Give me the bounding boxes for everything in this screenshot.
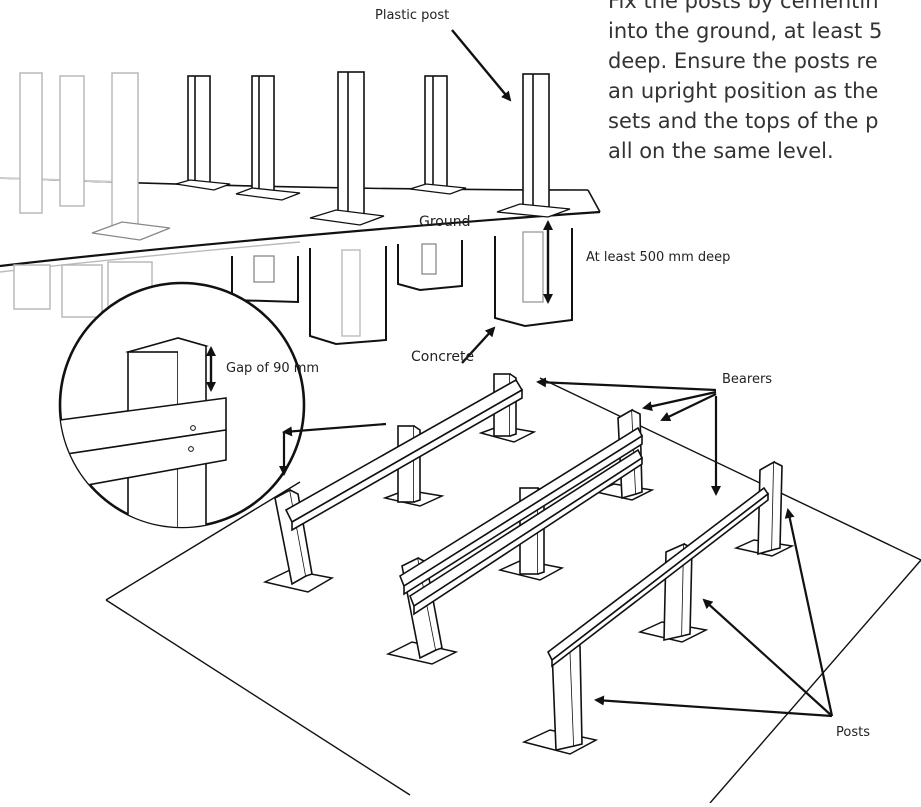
faded-posts bbox=[13, 72, 153, 318]
plastic-post-label: Plastic post bbox=[375, 8, 450, 23]
posts-label: Posts bbox=[836, 725, 870, 740]
instruction-line: deep. Ensure the posts re bbox=[608, 49, 878, 73]
concrete-footings bbox=[231, 228, 573, 346]
bearers-label: Bearers bbox=[722, 372, 773, 387]
bearer-beams bbox=[284, 378, 770, 668]
bearer-post-plates bbox=[262, 425, 795, 755]
bearer-arrows bbox=[279, 377, 721, 496]
ground-plane bbox=[105, 377, 921, 804]
post-arrows bbox=[594, 508, 834, 718]
posts-above-ground bbox=[187, 71, 550, 221]
depth-label: At least 500 mm deep bbox=[586, 250, 731, 265]
gap-label: Gap of 90 mm bbox=[226, 361, 320, 376]
instruction-line: sets and the tops of the p bbox=[608, 109, 879, 133]
instruction-line: into the ground, at least 5 bbox=[608, 19, 883, 43]
ground-label: Ground bbox=[419, 214, 471, 230]
concrete-label: Concrete bbox=[411, 349, 475, 365]
instruction-text: Fix the posts by cementin into the groun… bbox=[608, 0, 921, 200]
magnifier-detail bbox=[58, 281, 306, 529]
instruction-line: all on the same level. bbox=[608, 139, 834, 163]
top-arrows bbox=[451, 29, 553, 364]
instruction-line: an upright position as the bbox=[608, 79, 879, 103]
instruction-line: Fix the posts by cementin bbox=[608, 0, 879, 13]
post-bases bbox=[91, 179, 571, 241]
